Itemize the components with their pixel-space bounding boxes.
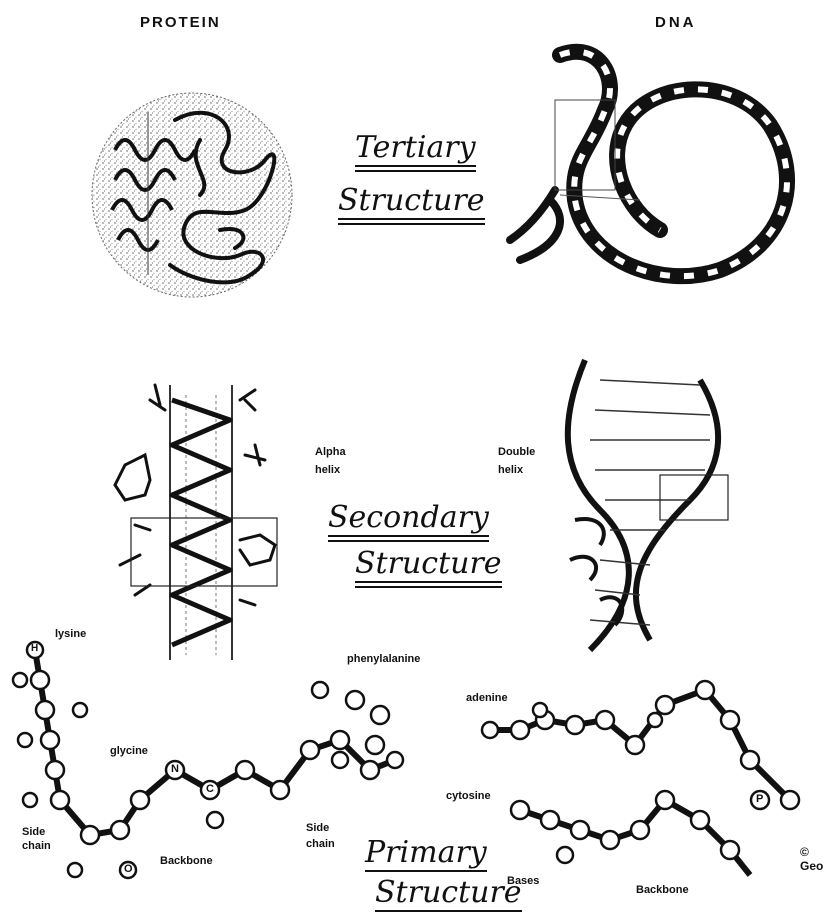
double-helix-label: Double helix: [498, 443, 535, 479]
atom-letter-nitrogen: N: [171, 763, 179, 775]
protein-primary-chain: [13, 642, 403, 878]
dna-backbone-label: Backbone: [636, 884, 689, 896]
secondary-label-line1: Secondary: [328, 500, 489, 535]
lysine-label: lysine: [55, 628, 86, 640]
dna-double-helix: [568, 360, 728, 650]
protein-alpha-helix: [115, 385, 277, 660]
primary-label-line2: Structure: [375, 875, 522, 910]
atom-letter-oxygen: O: [124, 863, 133, 875]
cytosine-label: cytosine: [446, 790, 491, 802]
atom-letter-carbon: C: [206, 783, 214, 795]
adenine-label: adenine: [466, 692, 508, 704]
tertiary-label-line1: Tertiary: [355, 130, 476, 165]
atom-letter-hydrogen: H: [31, 643, 38, 654]
alpha-helix-label: Alpha helix: [315, 443, 346, 479]
side-chain-mid-label: Side chain: [306, 820, 335, 852]
protein-tertiary-globule: [92, 93, 292, 297]
credit-mark: © Geo: [800, 845, 823, 873]
primary-label-line1: Primary: [365, 835, 487, 870]
glycine-label: glycine: [110, 745, 148, 757]
dna-tertiary-supercoil: [510, 52, 787, 276]
side-chain-left-label: Side chain: [22, 825, 51, 853]
dna-primary-chain: [482, 681, 799, 875]
tertiary-label-line2: Structure: [338, 183, 485, 218]
secondary-label-line2: Structure: [355, 546, 502, 581]
atom-letter-phosphorus: P: [756, 793, 763, 805]
phenylalanine-label: phenylalanine: [347, 653, 420, 665]
bases-label: Bases: [507, 875, 539, 887]
protein-backbone-label: Backbone: [160, 855, 213, 867]
